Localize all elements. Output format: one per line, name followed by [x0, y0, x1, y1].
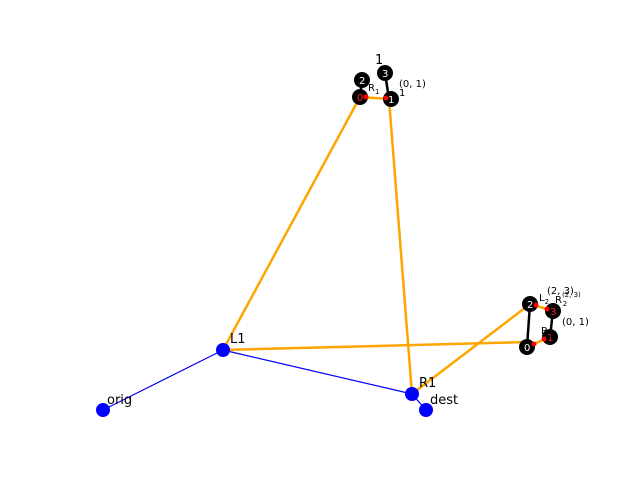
- cluster-right: 2 3 0 1 (2, 3) L2 R(2, 3)2 (0, 1) R2: [519, 286, 589, 355]
- edge-R1-top1: [387, 98, 414, 395]
- top-label-R: R1: [368, 83, 379, 96]
- right-marker-1: [541, 336, 547, 342]
- right-label-R2: R2: [541, 326, 552, 339]
- label-R1: R1: [419, 376, 436, 391]
- top-node-3-label: 3: [382, 69, 388, 80]
- right-marker-2: [533, 302, 539, 308]
- right-node-3-label: 3: [550, 307, 556, 318]
- label-orig: orig: [107, 393, 132, 408]
- top-node-2[interactable]: [354, 72, 370, 88]
- orange-edges: [221, 95, 554, 395]
- top-label-sup: (0, 1): [399, 79, 426, 90]
- node-R1[interactable]: [405, 387, 419, 401]
- node-orig[interactable]: [96, 403, 110, 417]
- node-dest[interactable]: [419, 403, 433, 417]
- top-marker-1: [383, 95, 389, 101]
- label-L1: L1: [230, 332, 246, 347]
- right-node-1-label: 1: [547, 333, 553, 344]
- right-marker-0: [531, 341, 537, 347]
- right-marker-3: [544, 306, 550, 312]
- top-node-0[interactable]: [352, 89, 368, 105]
- top-node-3[interactable]: [377, 65, 393, 81]
- top-node-2-label: 2: [359, 76, 365, 87]
- right-node-2[interactable]: [522, 296, 538, 312]
- right-label-sup-a: (2, 3): [547, 286, 574, 297]
- right-node-3[interactable]: [545, 303, 561, 319]
- top-marker-0: [363, 94, 369, 100]
- edge-L1-right0: [222, 340, 528, 352]
- node-L1[interactable]: [216, 343, 230, 357]
- edge-L1-top0: [221, 96, 362, 351]
- cluster-top: 1 2 3 0 1 R1 (0, 1) 1: [352, 53, 426, 107]
- edge-L1-R1: [222, 349, 413, 395]
- label-dest: dest: [430, 393, 458, 408]
- right-label-L: L2: [539, 293, 549, 306]
- top-node-0-label: 0: [357, 93, 363, 104]
- top-node-1[interactable]: [383, 91, 399, 107]
- blue-nodes: [96, 343, 433, 417]
- right-node-1[interactable]: [542, 329, 558, 345]
- cluster-top-title: 1: [375, 53, 383, 68]
- right-node-0[interactable]: [519, 339, 535, 355]
- edge-orig-L1: [102, 349, 224, 411]
- right-node-0-label: 0: [524, 343, 530, 354]
- top-label-sub: 1: [399, 88, 405, 99]
- top-node-1-label: 1: [388, 95, 394, 106]
- right-node-2-label: 2: [527, 300, 533, 311]
- edge-R1-right2: [411, 303, 531, 395]
- right-label-sup-c: (0, 1): [562, 317, 589, 328]
- right-label-R: R(2, 3)2: [555, 291, 581, 308]
- blue-edges: [102, 349, 427, 411]
